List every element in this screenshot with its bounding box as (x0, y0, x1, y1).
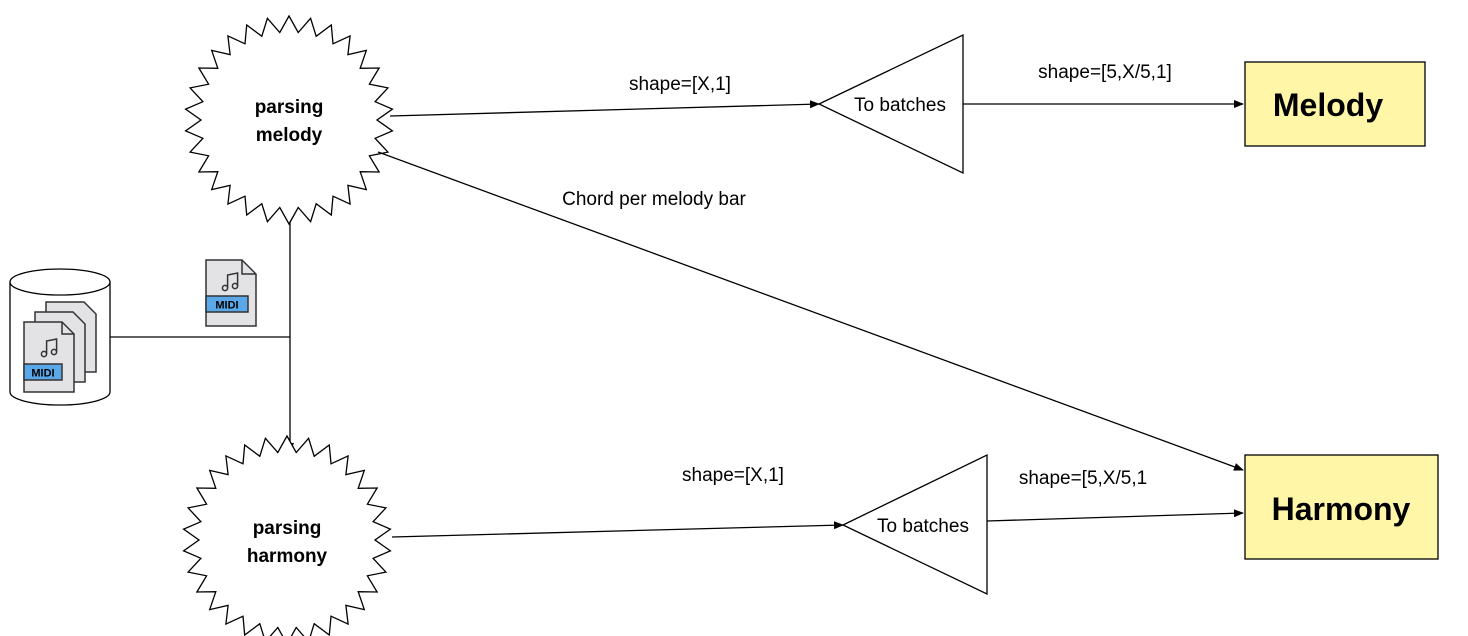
batch-top-label: To batches (854, 95, 946, 116)
parse-melody-line2: melody (256, 125, 323, 146)
edge-label-melody-shape: shape=[X,1] (629, 74, 731, 95)
edge-label-harmony-batch-shape: shape=[5,X/5,1 (1019, 468, 1147, 489)
midi-database[interactable]: MIDI (9, 268, 111, 406)
melody-output-label: Melody (1273, 87, 1383, 123)
edge-label-melody-batch-shape: shape=[5,X/5,1] (1038, 62, 1172, 83)
batch-bottom-label: To batches (877, 516, 969, 537)
harmony-output-label: Harmony (1272, 491, 1411, 527)
edge-melody-to-batches (389, 100, 820, 117)
edge-batches-to-harmony (986, 509, 1244, 522)
edge-label-chord-per-bar: Chord per melody bar (562, 189, 746, 210)
edge-label-harmony-shape: shape=[X,1] (682, 465, 784, 486)
harmony-output-box[interactable]: Harmony (1244, 454, 1439, 560)
midi-files-icon: MIDI (23, 301, 97, 393)
parse-melody-line1: parsing (255, 97, 324, 118)
parse-harmony-line1: parsing (253, 518, 322, 539)
edge-melody-to-harmony (377, 151, 1244, 471)
edge-harmony-to-batches (391, 521, 844, 538)
midi-file-icon: MIDI (205, 259, 257, 327)
parse-melody-node[interactable]: parsing melody (184, 14, 394, 226)
parse-harmony-node[interactable]: parsing harmony (182, 434, 392, 636)
database-badge: MIDI (31, 368, 54, 380)
midi-file-badge: MIDI (215, 300, 238, 312)
batch-top-node[interactable]: To batches (817, 33, 964, 175)
batch-bottom-node[interactable]: To batches (841, 453, 988, 596)
melody-output-box[interactable]: Melody (1244, 61, 1426, 147)
parse-harmony-line2: harmony (247, 546, 328, 567)
